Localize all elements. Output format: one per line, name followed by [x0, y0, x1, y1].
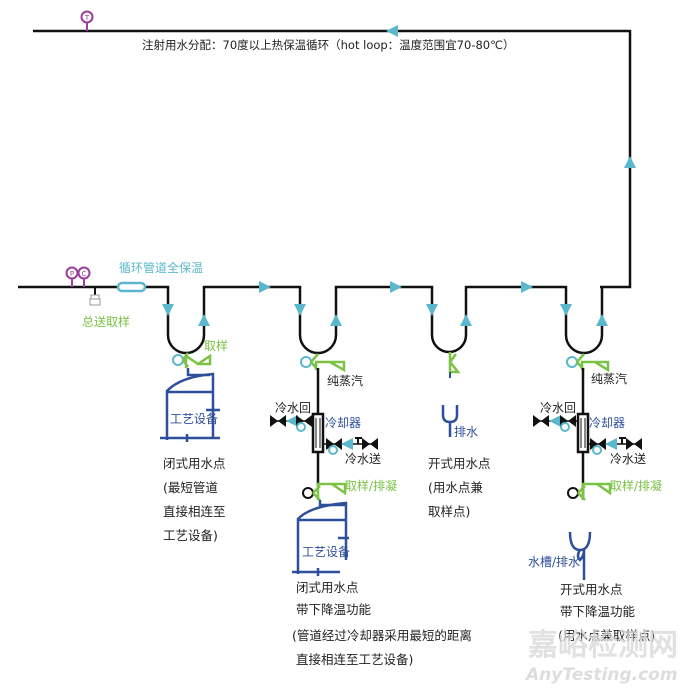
- return-header-pipe: [33, 29, 632, 289]
- svg-text:P: P: [70, 270, 74, 278]
- cooling-supply-label: 冷水送: [345, 451, 381, 466]
- svg-text:闭式用水点: 闭式用水点: [163, 456, 226, 471]
- cooling-return-label: 冷水回: [540, 401, 576, 415]
- note-point-2: 闭式用水点 带下降温功能 (管道经过冷却器采用最短的距离 直接相连至工艺设备): [292, 580, 472, 667]
- note-point-1: 闭式用水点 (最短管道 直接相连至 工艺设备): [163, 456, 226, 543]
- svg-text:(用水点兼: (用水点兼: [428, 480, 483, 495]
- svg-text:T: T: [84, 14, 90, 22]
- flow-arrow: [596, 314, 608, 326]
- watermark-en: AnyTesting.com: [524, 665, 678, 685]
- pressure-gauge-icon: P: [65, 266, 79, 287]
- svg-text:C: C: [82, 270, 87, 278]
- svg-text:开式用水点: 开式用水点: [560, 582, 623, 597]
- flow-arrow: [198, 314, 210, 326]
- zero-deadleg-valve-icon: [566, 356, 578, 368]
- svg-text:取样点): 取样点): [428, 504, 470, 519]
- process-equipment-icon: [292, 501, 349, 576]
- temperature-gauge-icon: T: [80, 10, 94, 31]
- svg-text:(管道经过冷却器采用最短的距离: (管道经过冷却器采用最短的距离: [292, 628, 472, 643]
- svg-text:(最短管道: (最短管道: [163, 480, 218, 495]
- use-point-3: 排水 开式用水点 (用水点兼 取样点): [428, 352, 491, 519]
- svg-text:闭式用水点: 闭式用水点: [296, 580, 359, 595]
- use-point-2: 纯蒸汽 冷却器 冷水回 冷水送 取样/排凝 工艺设备 闭式用水点 带下降温功: [270, 353, 472, 667]
- sample-drain-valve-icon: [316, 482, 347, 500]
- use-point-1: 取样 工艺设备 闭式用水点 (最短管道 直接相连至 工艺设备): [160, 338, 228, 543]
- gate-valve-icon: [362, 438, 378, 450]
- sample-drain-label: 取样/排凝: [610, 478, 662, 493]
- flow-arrow: [162, 304, 174, 316]
- flow-arrow-top: [386, 25, 398, 37]
- flow-arrow: [426, 304, 438, 316]
- insulation-icon: [116, 281, 147, 293]
- process-equipment-icon: [160, 372, 220, 442]
- zero-deadleg-valve-icon: [300, 356, 312, 368]
- pure-steam-label: 纯蒸汽: [591, 371, 627, 386]
- note-point-4: 开式用水点 带下降温功能 (用水点兼取样点): [558, 582, 655, 643]
- sink-drain-icon: [568, 531, 592, 580]
- use-point-4: 纯蒸汽 冷却器 冷水回 冷水送 取样/排凝 水槽/排水 开式用水点 带下降温功能: [528, 353, 662, 643]
- conductivity-gauge-icon: C: [77, 266, 91, 287]
- svg-text:开式用水点: 开式用水点: [428, 456, 491, 471]
- cooler-label: 冷却器: [325, 416, 361, 430]
- note-point-3: 开式用水点 (用水点兼 取样点): [428, 456, 491, 519]
- sample-valve-icon: [89, 287, 101, 306]
- flow-arrow: [294, 304, 306, 316]
- flow-arrow: [521, 281, 533, 293]
- cooling-return-label: 冷水回: [275, 401, 311, 415]
- flow-arrow: [259, 281, 271, 293]
- svg-text:直接相连至工艺设备): 直接相连至工艺设备): [296, 652, 413, 667]
- gate-valve-icon: [533, 415, 549, 427]
- sample-drain-label: 取样/排凝: [345, 478, 397, 493]
- diagram-title: 注射用水分配：70度以上热保温循环（hot loop：温度范围宜70-80℃）: [142, 38, 515, 52]
- flow-arrow-right: [624, 156, 636, 168]
- equipment-label: 工艺设备: [302, 545, 350, 559]
- zero-deadleg-valve-icon: [172, 354, 184, 366]
- sample-label: 取样: [204, 338, 228, 353]
- sink-drain-label: 水槽/排水: [528, 555, 580, 569]
- cooler-icon: [311, 412, 325, 454]
- svg-text:直接相连至: 直接相连至: [163, 504, 226, 519]
- gate-valve-icon: [270, 415, 286, 427]
- cooler-label: 冷却器: [589, 416, 625, 430]
- pure-steam-label: 纯蒸汽: [327, 373, 363, 388]
- cooler-icon: [576, 412, 590, 454]
- sample-valve-icon: [448, 352, 461, 374]
- cooling-supply-label: 冷水送: [610, 451, 646, 466]
- watermark-cn: 嘉峪检测网: [528, 628, 678, 663]
- supply-header-pipe: [18, 285, 604, 355]
- flow-arrow: [330, 314, 342, 326]
- flow-arrow: [460, 314, 472, 326]
- drain-label: 排水: [454, 425, 478, 439]
- drain-funnel-icon: [441, 405, 459, 437]
- flow-arrow: [560, 304, 572, 316]
- svg-text:带下降温功能: 带下降温功能: [560, 604, 636, 619]
- insulation-label: 循环管道全保温: [119, 260, 203, 275]
- sample-valve-icon: [184, 353, 212, 368]
- flow-arrow: [390, 281, 402, 293]
- equipment-label: 工艺设备: [170, 412, 218, 426]
- svg-text:工艺设备): 工艺设备): [163, 528, 218, 543]
- steam-valve-icon: [580, 360, 610, 373]
- main-sample-label: 总送取样: [82, 314, 130, 329]
- svg-text:带下降温功能: 带下降温功能: [296, 602, 372, 617]
- steam-valve-icon: [314, 360, 346, 373]
- svg-text:(用水点兼取样点): (用水点兼取样点): [558, 628, 655, 643]
- gate-valve-icon: [626, 438, 642, 450]
- sample-drain-valve-icon: [581, 482, 612, 500]
